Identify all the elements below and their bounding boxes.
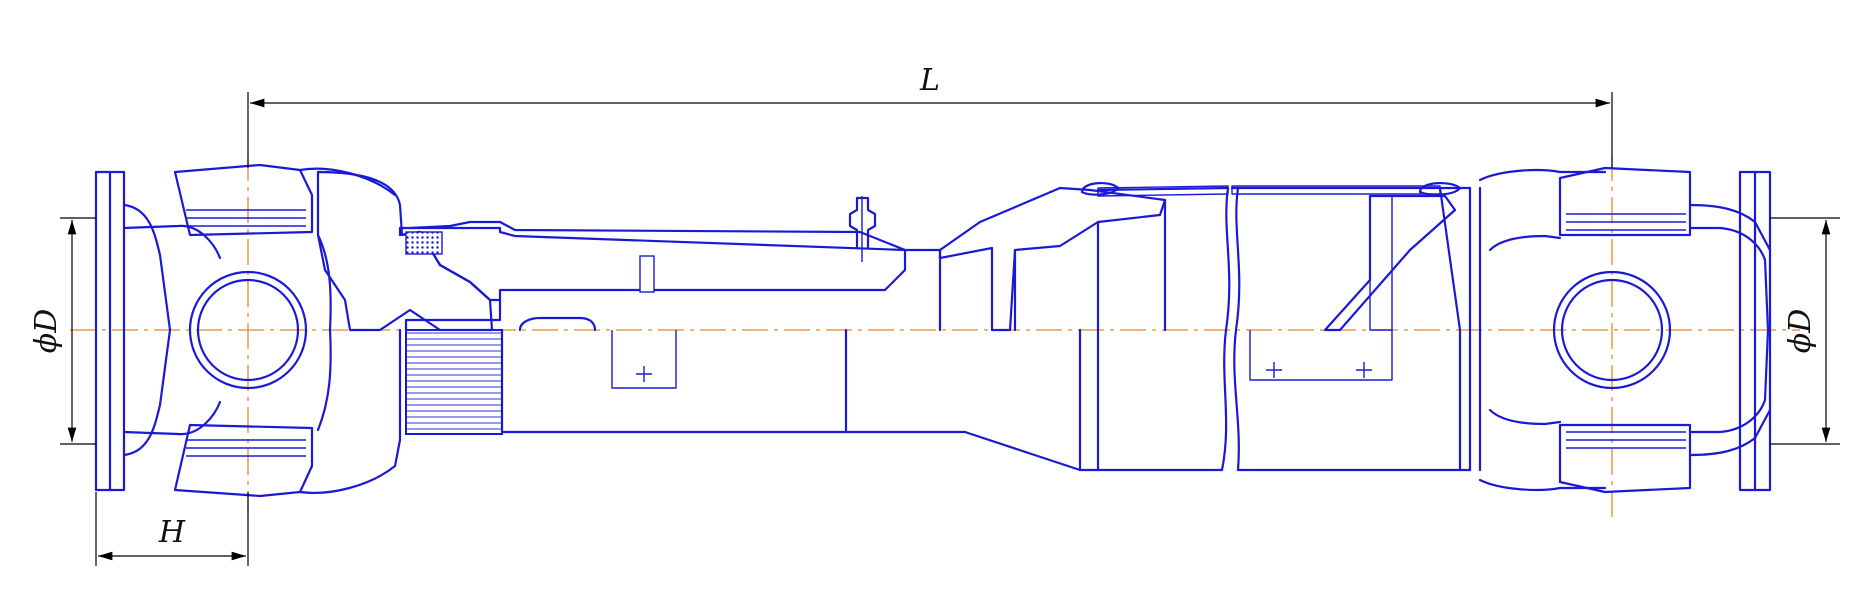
dim-d-right-label: ϕD [1783, 309, 1818, 354]
left-slip-yoke-top-curve [298, 167, 397, 197]
left-lower-bearing-rings [186, 439, 306, 457]
balance-weight-left [611, 330, 677, 389]
right-flange-body [1688, 226, 1770, 434]
slip-sleeve-outline [408, 220, 907, 252]
dim-l-label: L [919, 63, 940, 98]
spline-step [404, 298, 502, 332]
right-upper-bearing-rings [1566, 213, 1686, 231]
left-yoke-arm-top [122, 224, 222, 260]
tube-end-collar [1468, 186, 1482, 472]
dimensions: L H ϕD ϕD [29, 63, 1840, 566]
left-upper-bearing-rings [186, 209, 306, 227]
centerlines [70, 155, 1800, 520]
balance-weight-right-upper [1369, 196, 1393, 331]
right-cross-spider-inner [1560, 278, 1664, 382]
right-cross-spider-outer [1552, 270, 1672, 390]
balance-weight-right [1249, 330, 1393, 381]
right-yoke-inner-bottom [1488, 408, 1562, 426]
left-flange-yoke [94, 163, 314, 498]
left-lower-bearing-cup [173, 423, 314, 498]
left-slip-yoke-lower-arm [316, 233, 332, 432]
tube-end-right [1438, 186, 1462, 472]
right-upper-bearing-cup [1558, 166, 1692, 237]
right-yoke-weld-section [1323, 194, 1457, 332]
right-lower-bearing-cup [1558, 423, 1692, 494]
left-yoke-arm-bottom [122, 400, 222, 436]
shaft-tube [844, 182, 1482, 472]
left-slip-yoke-section [316, 170, 494, 332]
splined-shaft-assembly [398, 196, 907, 435]
left-slip-yoke [298, 167, 494, 494]
left-cross-spider-inner [196, 278, 300, 382]
right-yoke-bottom [1478, 478, 1607, 492]
right-lower-bearing-rings [1566, 431, 1686, 449]
dim-h-label: H [158, 515, 186, 550]
tube-weld-bead-right [1418, 182, 1462, 196]
left-slip-yoke-bottom-curve [298, 328, 402, 494]
left-upper-bearing-cup [173, 163, 314, 237]
right-yoke-top [1478, 168, 1607, 182]
left-cross-spider-outer [188, 270, 308, 390]
tube-top-edge [1096, 186, 1472, 192]
sleeve-oil-hole [639, 255, 655, 293]
shaft-keyway [518, 316, 597, 332]
tube-break-line-left [1220, 186, 1231, 472]
spline-teeth [405, 329, 503, 435]
tube-weld-bead-left [1080, 182, 1120, 196]
tube-collar-upper [903, 248, 942, 332]
dim-d-left-label: ϕD [29, 309, 64, 354]
right-flange-plate [1738, 170, 1772, 492]
left-flange-body [122, 203, 172, 457]
right-yoke-inner-top [1488, 234, 1562, 252]
splined-shaft-lower-body [500, 328, 848, 434]
dust-seal [405, 231, 443, 255]
right-flange-yoke [1478, 166, 1772, 494]
tube-transition-lower [844, 430, 1100, 472]
tube-break-line-right [1233, 186, 1241, 472]
left-flange-plate [94, 170, 126, 492]
tube-transition-section [938, 186, 1167, 332]
